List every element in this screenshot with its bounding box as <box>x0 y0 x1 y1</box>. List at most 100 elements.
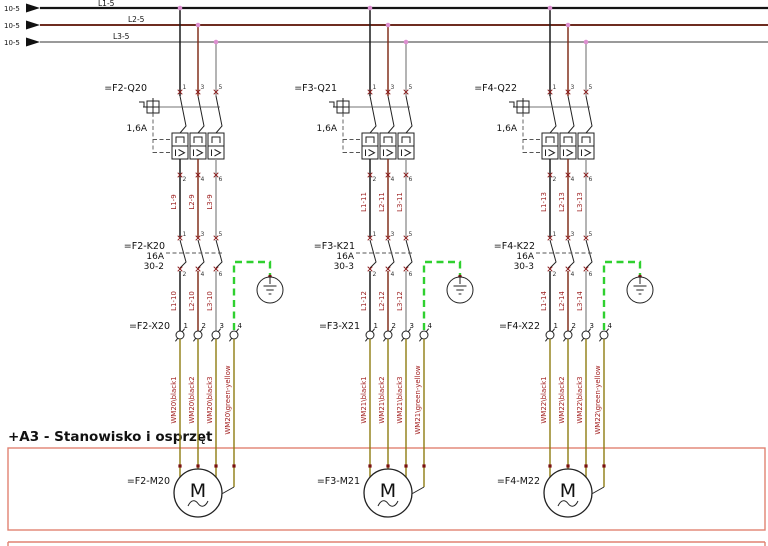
a3-area-frame: +A3 - Stanowisko i osprzęt <box>7 429 766 546</box>
terminal-number: 1 <box>184 322 188 330</box>
pin-number: 2 <box>553 271 557 278</box>
pin-number: 4 <box>391 271 395 278</box>
contactor-label: =F3-K21 <box>314 241 355 252</box>
wire-label: L2-13 <box>558 192 566 212</box>
cable-core-label: WM21\black3 <box>396 376 404 423</box>
pin-number: 6 <box>409 271 413 278</box>
terminal-number: 3 <box>590 322 594 330</box>
wire-label: L2-12 <box>378 291 386 311</box>
pin-number: 1 <box>183 84 187 91</box>
pin-number: 1 <box>553 231 557 238</box>
circuit-f3: =F3-Q21 1,6A 1 3 5 2 4 6 L1-11 L2-11 L3-… <box>294 6 473 517</box>
pin-number: 5 <box>589 231 593 238</box>
wire-label: L3-14 <box>576 291 584 311</box>
pin-number: 5 <box>219 84 223 91</box>
pin-number: 6 <box>589 176 593 183</box>
terminal-strip-label: =F4-X22 <box>499 321 540 332</box>
contactor-ref: 30-3 <box>514 262 534 272</box>
bus-source-ref: 10-5 <box>4 22 20 30</box>
pin-number: 4 <box>201 176 205 183</box>
pin-number: 4 <box>391 176 395 183</box>
bus-arrow-icon <box>26 20 40 30</box>
bus-label-l3: L3-5 <box>113 32 130 41</box>
pin-number: 5 <box>589 84 593 91</box>
contactor-ref: 30-2 <box>144 262 164 272</box>
terminal-strip-label: =F2-X20 <box>129 321 170 332</box>
bus-label-l1: L1-5 <box>98 0 115 8</box>
cable-core-label: WM22\black1 <box>540 376 548 423</box>
breaker-current: 1,6A <box>127 124 148 134</box>
bus-arrow-icon <box>26 37 40 47</box>
cable-core-label: WM21\black1 <box>360 376 368 423</box>
motor-label: =F4-M22 <box>497 476 540 487</box>
cable-core-label: WM21\green-yellow <box>414 365 422 434</box>
pin-number: 6 <box>219 176 223 183</box>
breaker-label: =F2-Q20 <box>104 83 147 94</box>
wire-label: L1-14 <box>540 291 548 311</box>
pin-number: 1 <box>183 231 187 238</box>
terminal-number: 4 <box>238 322 243 330</box>
terminal-strip-label: =F3-X21 <box>319 321 360 332</box>
motor-letter: M <box>380 480 396 502</box>
pin-number: 3 <box>391 231 395 238</box>
wire-label: L2-9 <box>188 194 196 209</box>
terminal-number: 4 <box>428 322 433 330</box>
contactor-current: 16A <box>336 252 354 262</box>
contactor-current: 16A <box>516 252 534 262</box>
contactor-ref: 30-3 <box>334 262 354 272</box>
terminal-number: 1 <box>554 322 558 330</box>
pin-number: 2 <box>373 271 377 278</box>
motor-label: =F3-M21 <box>317 476 360 487</box>
wire-label: L2-10 <box>188 291 196 311</box>
breaker-current: 1,6A <box>317 124 338 134</box>
terminal-number: 3 <box>410 322 414 330</box>
pin-number: 1 <box>553 84 557 91</box>
breaker-current: 1,6A <box>497 124 518 134</box>
power-bus: 10-5 10-5 10-5 L1-5 L2-5 L3-5 <box>4 0 768 47</box>
terminal-number: 4 <box>608 322 613 330</box>
pin-number: 2 <box>183 271 187 278</box>
terminal-number: 2 <box>572 322 576 330</box>
wire-label: L1-12 <box>360 291 368 311</box>
contactor-current: 16A <box>146 252 164 262</box>
area-title: +A3 - Stanowisko i osprzęt <box>8 429 213 445</box>
breaker-label: =F4-Q22 <box>474 83 517 94</box>
wire-label: L3-11 <box>396 192 404 212</box>
cable-core-label: WM20\green-yellow <box>224 365 232 434</box>
pin-number: 5 <box>409 84 413 91</box>
pin-number: 3 <box>201 231 205 238</box>
wire-label: L3-9 <box>206 194 214 209</box>
bus-source-ref: 10-5 <box>4 39 20 47</box>
cable-core-label: WM21\black2 <box>378 376 386 423</box>
motor-letter: M <box>190 480 206 502</box>
wire-label: L1-11 <box>360 192 368 212</box>
wire-label: L3-12 <box>396 291 404 311</box>
wire-label: L2-11 <box>378 192 386 212</box>
circuit-f4: =F4-Q22 1,6A 1 3 5 2 4 6 L1-13 L2-13 L3-… <box>474 6 653 517</box>
cable-core-label: WM22\black2 <box>558 376 566 423</box>
cable-core-label: WM22\black3 <box>576 376 584 423</box>
wire-label: L1-13 <box>540 192 548 212</box>
terminal-number: 2 <box>202 322 206 330</box>
pin-number: 6 <box>589 271 593 278</box>
pin-number: 4 <box>571 176 575 183</box>
pin-number: 4 <box>201 271 205 278</box>
pin-number: 1 <box>373 231 377 238</box>
pin-number: 4 <box>571 271 575 278</box>
cable-core-label: WM22\green-yellow <box>594 365 602 434</box>
cable-core-label: WM20\black2 <box>188 376 196 423</box>
pin-number: 2 <box>553 176 557 183</box>
pin-number: 2 <box>373 176 377 183</box>
pin-number: 1 <box>373 84 377 91</box>
circuit-f2: =F2-Q20 1,6A 1 3 5 2 4 6 L1-9 L2-9 L3-9 … <box>104 6 283 517</box>
bus-source-ref: 10-5 <box>4 5 20 13</box>
wire-label: L3-10 <box>206 291 214 311</box>
cable-core-label: WM20\black3 <box>206 376 214 423</box>
breaker-label: =F3-Q21 <box>294 83 337 94</box>
motor-label: =F2-M20 <box>127 476 170 487</box>
wire-label: L2-14 <box>558 291 566 311</box>
pin-number: 3 <box>391 84 395 91</box>
bus-label-l2: L2-5 <box>128 15 145 24</box>
